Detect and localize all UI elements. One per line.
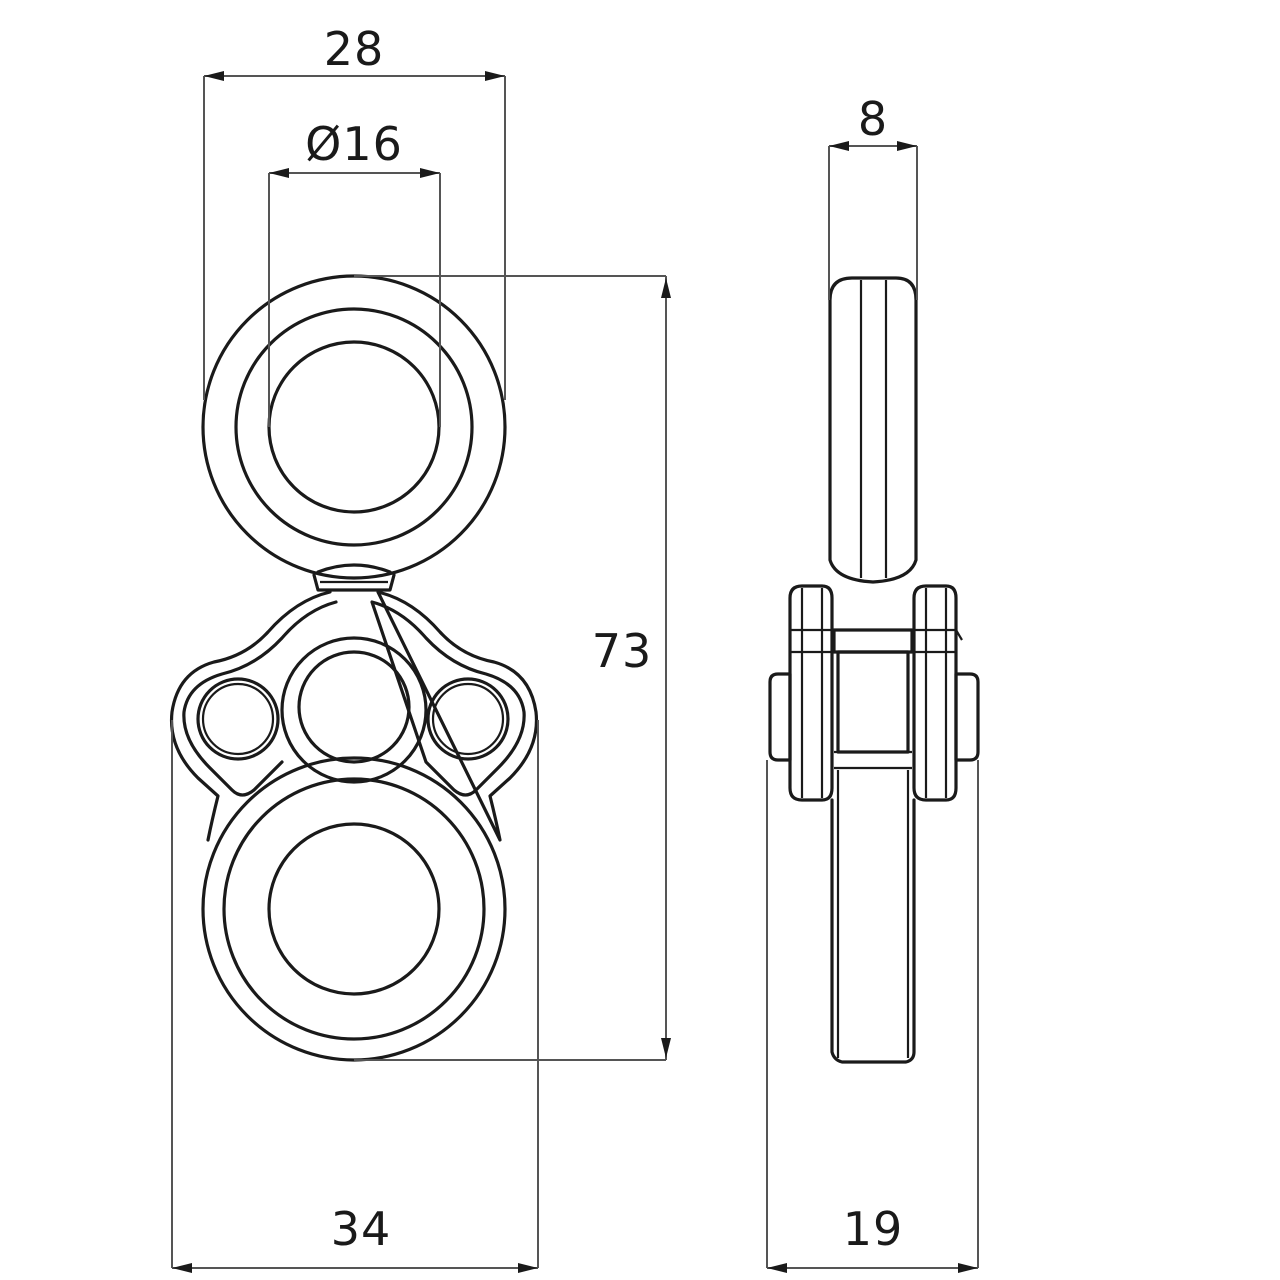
dim-label-28: 28: [323, 22, 385, 76]
dim-label-8: 8: [857, 92, 889, 146]
dimension-28: [203, 71, 506, 400]
dimension-diameter-16: [268, 168, 441, 427]
top-ring: [201, 274, 507, 580]
dimension-8: [828, 141, 918, 300]
swivel-neck: [312, 563, 396, 592]
side-plate: [169, 590, 539, 842]
dimension-19: [766, 760, 979, 1273]
dim-label-34: 34: [330, 1202, 392, 1256]
dim-label-73: 73: [591, 624, 653, 678]
dimension-34: [171, 720, 539, 1273]
bottom-sheave: [201, 756, 507, 1062]
front-view: [169, 274, 539, 1062]
dim-label-19: 19: [842, 1202, 904, 1256]
dimension-73: [354, 275, 671, 1061]
dim-label-diameter-16: Ø16: [305, 117, 403, 171]
side-view: [768, 276, 980, 1064]
